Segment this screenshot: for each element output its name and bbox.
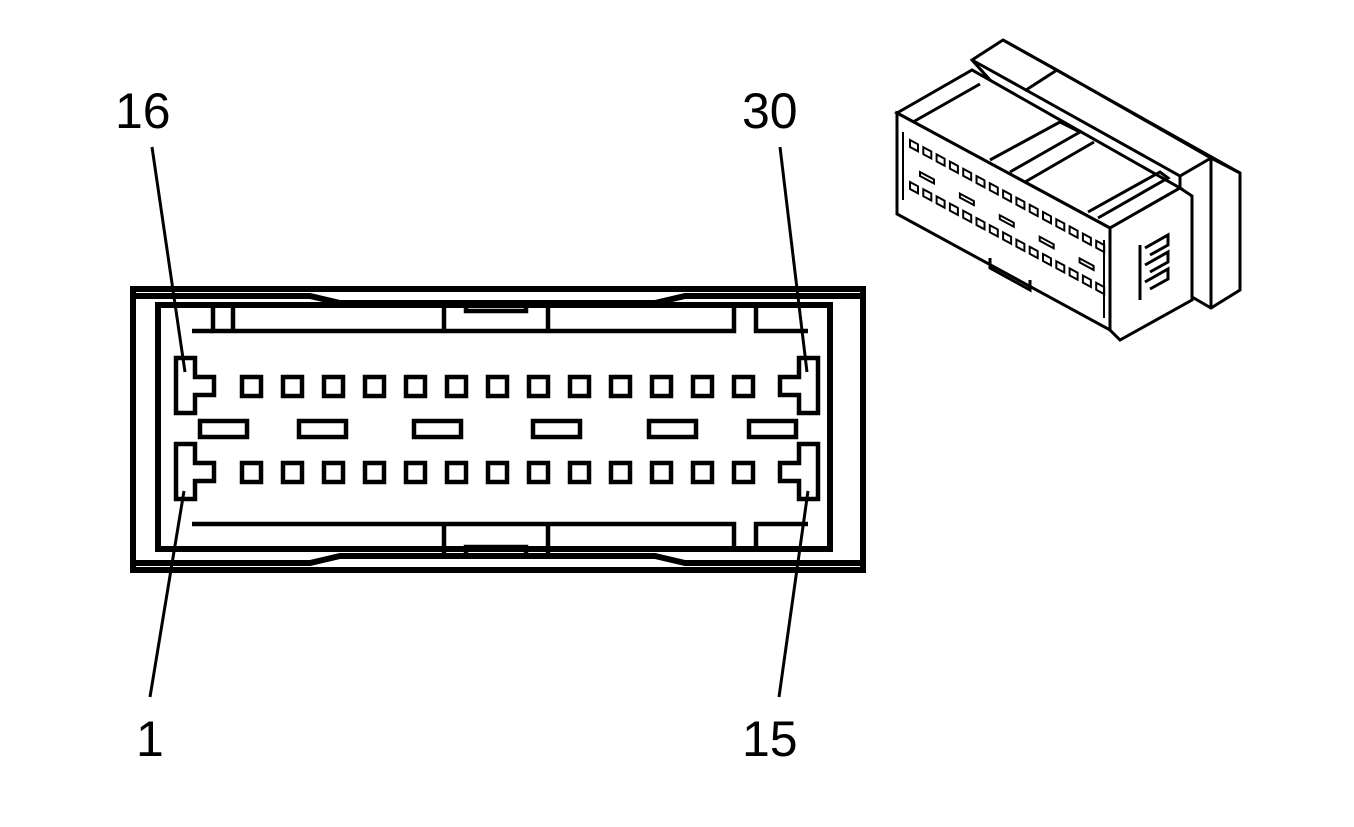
mid-slot (646, 418, 699, 440)
pin-cavity (362, 460, 387, 485)
iso-pin-cavity (1042, 252, 1052, 267)
outer-housing (130, 286, 866, 573)
bottom-key-slot (463, 544, 529, 559)
left-latch-bottom (173, 441, 217, 502)
iso-pin-cavity (1068, 266, 1079, 282)
pin-cavity (526, 374, 551, 399)
iso-pin-cavity (922, 187, 933, 203)
pin-cavity (731, 374, 756, 399)
iso-pin-cavity (1068, 224, 1079, 240)
iso-pin-cavity (948, 201, 959, 217)
pin-label-1: 1 (136, 711, 164, 767)
iso-pin-cavity (1015, 237, 1026, 253)
iso-end-latches (902, 132, 1105, 318)
pin-cavity (567, 374, 592, 399)
mid-slot (197, 418, 250, 440)
iso-pin-cavity (909, 138, 919, 153)
pin-cavity (649, 374, 674, 399)
left-latch-top (173, 355, 217, 416)
pin-cavity (321, 460, 346, 485)
mid-slot (296, 418, 349, 440)
iso-pin-cavity (1055, 217, 1066, 233)
iso-pin-cavity (975, 174, 986, 189)
iso-pin-cavity (1055, 259, 1066, 275)
iso-pin-cavity (1081, 231, 1092, 247)
iso-pin-cavity (935, 152, 946, 168)
iso-pin-cavity (1002, 188, 1013, 204)
pin-row-top (239, 374, 756, 399)
iso-pin-cavity (962, 167, 973, 182)
iso-end-face (1108, 186, 1194, 342)
pin-label-15: 15 (742, 711, 798, 767)
iso-pin-cavity (962, 209, 973, 224)
top-cavity (210, 302, 808, 334)
right-latch-top (777, 355, 821, 416)
mid-slot (411, 418, 464, 440)
iso-pin-cavity (1028, 245, 1039, 260)
pin-row-bottom (239, 460, 756, 485)
iso-mid-slot (919, 170, 935, 186)
iso-rear-top (971, 38, 1241, 178)
leader-1 (148, 490, 186, 698)
leader-lines (148, 146, 810, 698)
pin-cavity (280, 374, 305, 399)
iso-pin-cavity (935, 194, 946, 210)
pin-cavity (321, 374, 346, 399)
iso-pin-cavity (1042, 210, 1052, 225)
inner-body-outline (155, 302, 833, 552)
iso-end-ribs (1138, 232, 1170, 300)
leader-16 (150, 146, 187, 373)
pin-cavity (690, 374, 715, 399)
iso-pin-cavity (948, 159, 959, 175)
leader-30 (778, 146, 809, 373)
pin-cavity (731, 460, 756, 485)
pin-cavity (239, 460, 264, 485)
pin-cavity (444, 460, 469, 485)
mid-slot (530, 418, 583, 440)
right-latch-bottom (777, 441, 821, 502)
pin-cavity (239, 374, 264, 399)
pin-cavity (526, 460, 551, 485)
pin-cavity (362, 374, 387, 399)
pin-cavity (690, 460, 715, 485)
iso-pin-cavity (988, 223, 999, 239)
leader-15 (777, 490, 810, 698)
iso-pin-cavity (909, 180, 919, 195)
pin-label-30: 30 (742, 83, 798, 139)
pin-cavity (403, 374, 428, 399)
mid-slot (746, 418, 799, 440)
iso-mid-slot (1078, 256, 1095, 272)
bottom-cavity (192, 521, 808, 552)
pin-cavity (567, 460, 592, 485)
bottom-center-key (441, 524, 551, 556)
iso-pin-cavity (922, 145, 933, 161)
iso-pin-cavity (975, 216, 986, 231)
pin-cavity (649, 460, 674, 485)
pin-cavity (280, 460, 305, 485)
pin-cavity (608, 460, 633, 485)
pin-label-16: 16 (115, 83, 171, 139)
iso-pin-cavity (1002, 230, 1013, 246)
iso-mid-slot (958, 191, 975, 207)
iso-mid-slot (1038, 235, 1055, 250)
iso-pin-cavity (988, 181, 999, 197)
iso-top-ribs (912, 82, 1171, 220)
pin-cavity (485, 460, 510, 485)
iso-mid-slot (998, 213, 1015, 229)
pin-cavity (403, 460, 428, 485)
iso-pin-cavity (1028, 203, 1039, 218)
iso-pin-grid (902, 132, 1106, 318)
iso-pin-cavity (1081, 273, 1092, 289)
pin-cavity (608, 374, 633, 399)
top-key-slot (463, 300, 529, 314)
iso-pin-cavity (1015, 195, 1026, 211)
top-center-key (441, 303, 551, 331)
connector-isometric-view (893, 38, 1242, 342)
connector-face (130, 286, 866, 573)
iso-bottom-tab (988, 258, 1032, 293)
pin-cavity (444, 374, 469, 399)
pin-cavity (485, 374, 510, 399)
middle-slots (197, 418, 799, 440)
